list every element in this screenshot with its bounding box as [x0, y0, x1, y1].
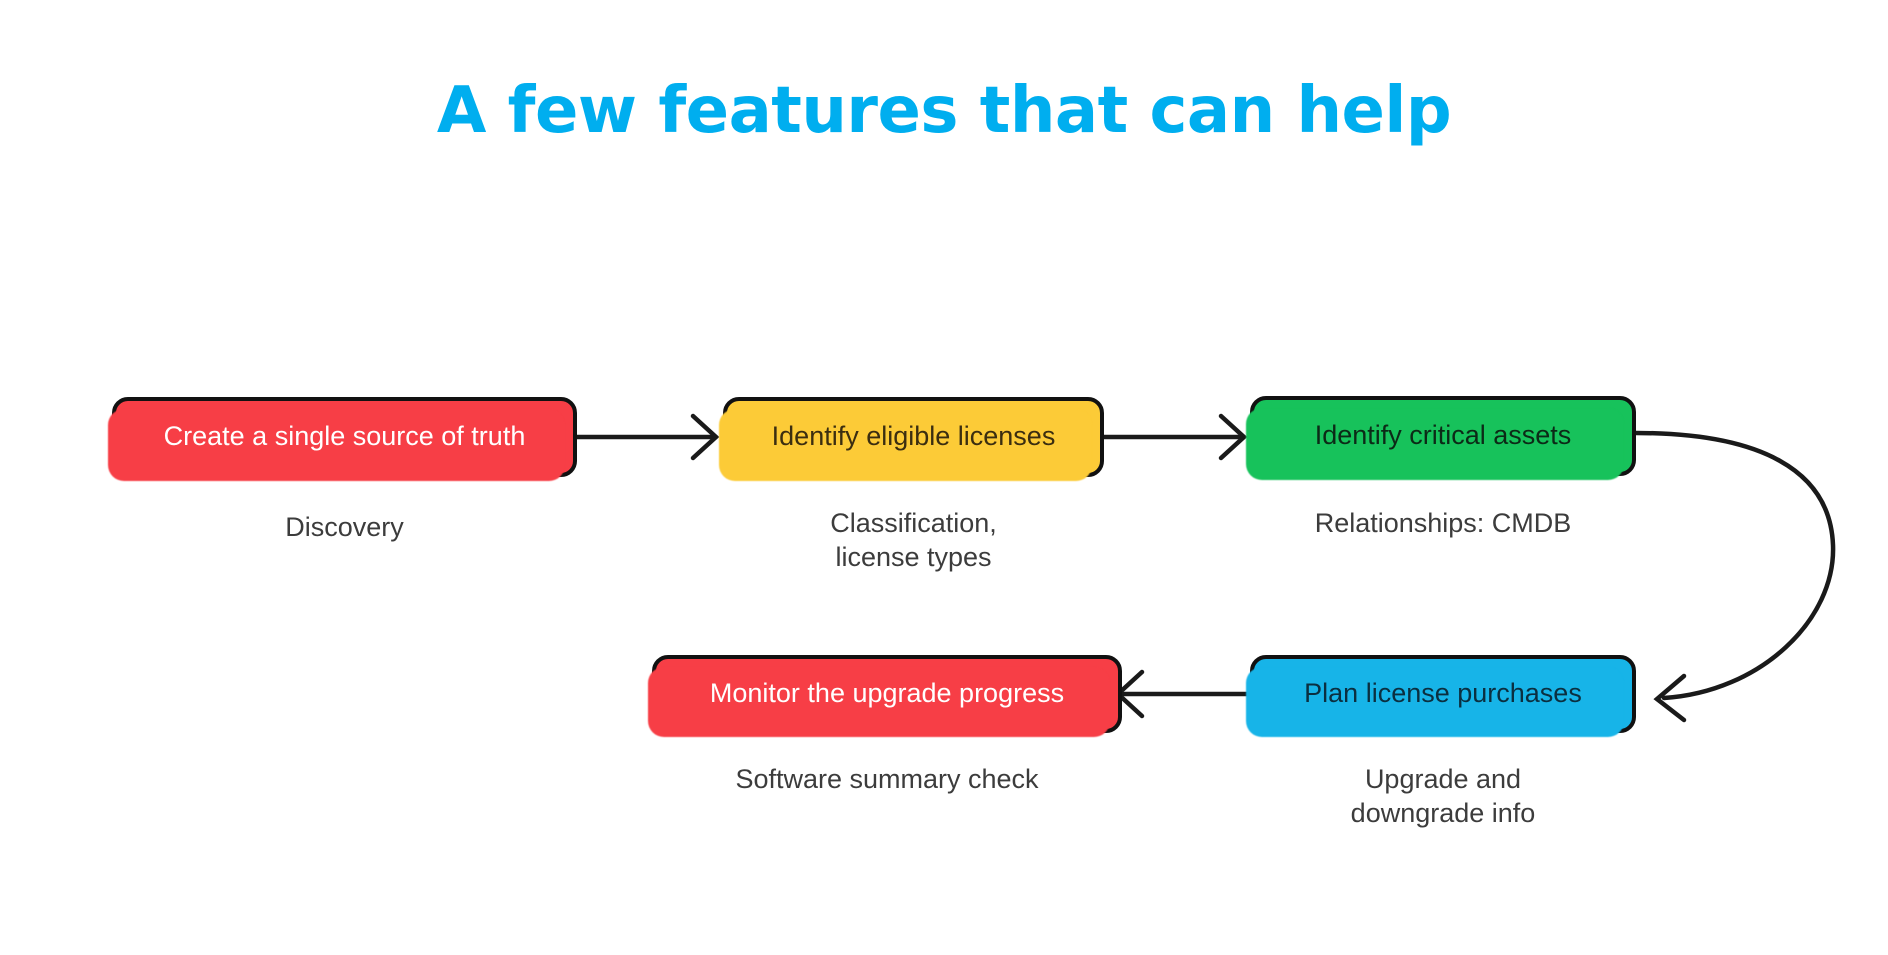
caption-line-2: downgrade info — [1350, 798, 1536, 829]
node-identify-critical-assets[interactable]: Identify critical assets — [1250, 396, 1636, 476]
caption-plan-license-purchases: Upgrade and downgrade info — [1190, 762, 1696, 830]
arrow-assets-to-plan — [1633, 430, 1836, 723]
caption-line-1: Upgrade and — [1364, 764, 1522, 794]
caption-identify-eligible-licenses: Classification, license types — [673, 506, 1154, 574]
arrow-plan-to-monitor — [1114, 669, 1248, 719]
caption-line-2: license types — [835, 542, 992, 573]
caption-monitor-the-upgrade-progress: Software summary check — [735, 764, 1039, 794]
caption-create-single-source-of-truth: Discovery — [285, 512, 404, 542]
page-title: A few features that can help — [436, 74, 1452, 148]
node-plan-license-purchases[interactable]: Plan license purchases — [1250, 655, 1636, 733]
arrow-truth-to-licenses — [577, 413, 720, 461]
node-create-single-source-of-truth[interactable]: Create a single source of truth — [112, 397, 577, 477]
node-label: Plan license purchases — [1304, 678, 1582, 709]
arrow-licenses-to-assets — [1104, 413, 1248, 461]
caption-identify-critical-assets: Relationships: CMDB — [1314, 508, 1572, 538]
node-label: Monitor the upgrade progress — [709, 678, 1065, 709]
node-label: Identify critical assets — [1314, 420, 1572, 451]
node-label: Identify eligible licenses — [771, 421, 1056, 452]
node-identify-eligible-licenses[interactable]: Identify eligible licenses — [723, 397, 1104, 477]
node-monitor-the-upgrade-progress[interactable]: Monitor the upgrade progress — [652, 655, 1122, 733]
caption-line-1: Classification, — [830, 508, 997, 538]
node-label: Create a single source of truth — [163, 421, 526, 452]
